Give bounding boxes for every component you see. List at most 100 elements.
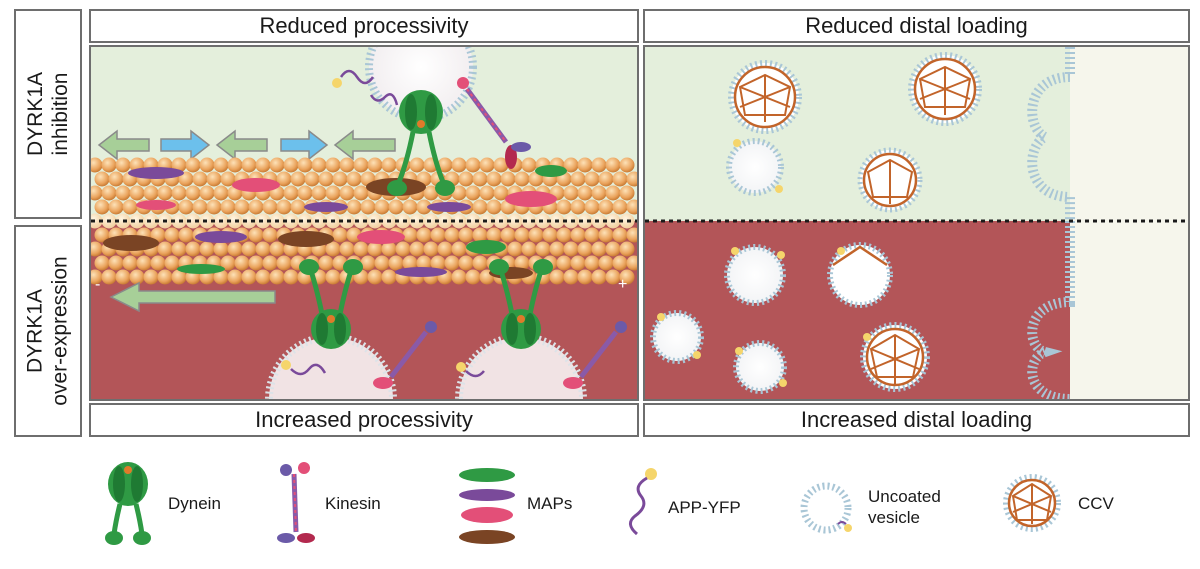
tubulin-subunit [241,269,257,285]
arrow-plus-1 [160,129,211,161]
map-pink [232,178,280,192]
tubulin-subunit [91,185,103,201]
map-green [177,264,225,274]
tubulin-subunit [157,185,173,201]
tubulin-subunit [486,171,502,187]
tubulin-subunit [591,157,607,173]
minus-end-label: - [95,276,100,293]
tubulin-subunit [213,241,229,257]
legend-label-dynein: Dynein [168,494,221,513]
tubulin-subunit [234,199,250,215]
tubulin-subunit [605,157,621,173]
tubulin-subunit [164,227,180,243]
tubulin-subunit [136,255,152,271]
tubulin-subunit [178,171,194,187]
tubulin-subunit [493,157,509,173]
tubulin-subunit [220,199,236,215]
tubulin-subunit [416,199,432,215]
tubulin-subunit [91,269,103,285]
tubulin-subunit [556,227,572,243]
plus-end-label: + [618,276,627,293]
tubulin-subunit [122,255,138,271]
tubulin-subunit [500,171,516,187]
tubulin-subunit [598,227,614,243]
tubulin-subunit [465,185,481,201]
tubulin-subunit [248,255,264,271]
tubulin-subunit [577,185,593,201]
arrow-plus-2 [280,129,329,161]
tubulin-subunit [255,241,271,257]
tubulin-subunit [171,185,187,201]
row-label-overexpression-text: DYRK1A over-expression [23,256,73,405]
tubulin-subunit [444,227,460,243]
row-label-inhibition-line1: DYRK1A [24,71,47,157]
tubulin-subunit [241,213,257,229]
tubulin-subunit [115,157,131,173]
maps-legend-icon [459,468,515,544]
tubulin-subunit [108,255,124,271]
tubulin-subunit [353,185,369,201]
maps-on-microtubule [103,165,567,279]
tubulin-subunit [437,241,453,257]
tubulin-subunit [297,213,313,229]
tubulin-subunit [409,241,425,257]
tubulin-subunit [486,227,502,243]
tubulin-subunit [290,199,306,215]
tubulin-subunit [129,213,145,229]
tubulin-subunit [514,255,530,271]
membrane-top [1027,47,1075,221]
row-label-inhibition-text: DYRK1A inhibition [23,72,73,156]
tubulin-subunit [563,269,579,285]
tubulin-subunit [339,241,355,257]
uncoated-vesicle-oe-1 [724,244,786,306]
tubulin-subunit [101,185,117,201]
tubulin-subunit [297,157,313,173]
tubulin-subunit [472,199,488,215]
row-label-overexpression-line2: over-expression [49,256,72,406]
tubulin-subunit [577,213,593,229]
app-yfp-legend-icon [629,468,657,536]
tubulin-subunit [227,241,243,257]
tubulin-subunit [388,199,404,215]
header-increased-distal-loading: Increased distal loading [643,403,1190,437]
tubulin-subunit [458,255,474,271]
tubulin-subunit [220,171,236,187]
legend-label-kinesin: Kinesin [325,494,381,513]
microtubule-transport-illustration: - + [91,47,637,399]
tubulin-subunit [143,269,159,285]
tubulin-subunit [339,157,355,173]
tubulin-subunit [451,185,467,201]
legend-label-uncoated-line2: vesicle [868,508,920,527]
tubulin-subunit [374,255,390,271]
tubulin-subunit [423,185,439,201]
map-purple [304,202,348,212]
map-pink [357,230,405,244]
legend-label-app-yfp: APP-YFP [668,498,741,517]
tubulin-subunit [409,157,425,173]
tubulin-subunit [591,241,607,257]
tubulin-subunit [171,269,187,285]
tubulin-subunit [612,199,628,215]
uncoated-vesicle-inhibition [726,138,784,196]
tubulin-subunit [430,255,446,271]
ccv-inhibition-1 [728,60,802,134]
tubulin-subunit [479,157,495,173]
tubulin-subunit [269,241,285,257]
tubulin-subunit [164,255,180,271]
row-label-inhibition: DYRK1A inhibition [14,9,82,219]
legend-label-maps: MAPs [527,494,573,513]
tubulin-subunit [122,199,138,215]
tubulin-subunit [619,157,635,173]
tubulin-subunit [262,227,278,243]
tubulin-subunit [472,227,488,243]
arrow-minus-1 [97,129,150,161]
legend-label-uncoated-line1: Uncoated [868,487,941,506]
app-yfp-top [332,69,399,106]
uncoated-vesicle-legend-icon [800,482,852,534]
tubulin-subunit [584,255,600,271]
tubulin-subunit [241,157,257,173]
ccv-legend-icon [1003,474,1061,532]
tubulin-subunit [199,185,215,201]
tubulin-subunit [563,157,579,173]
map-brown [103,235,159,251]
